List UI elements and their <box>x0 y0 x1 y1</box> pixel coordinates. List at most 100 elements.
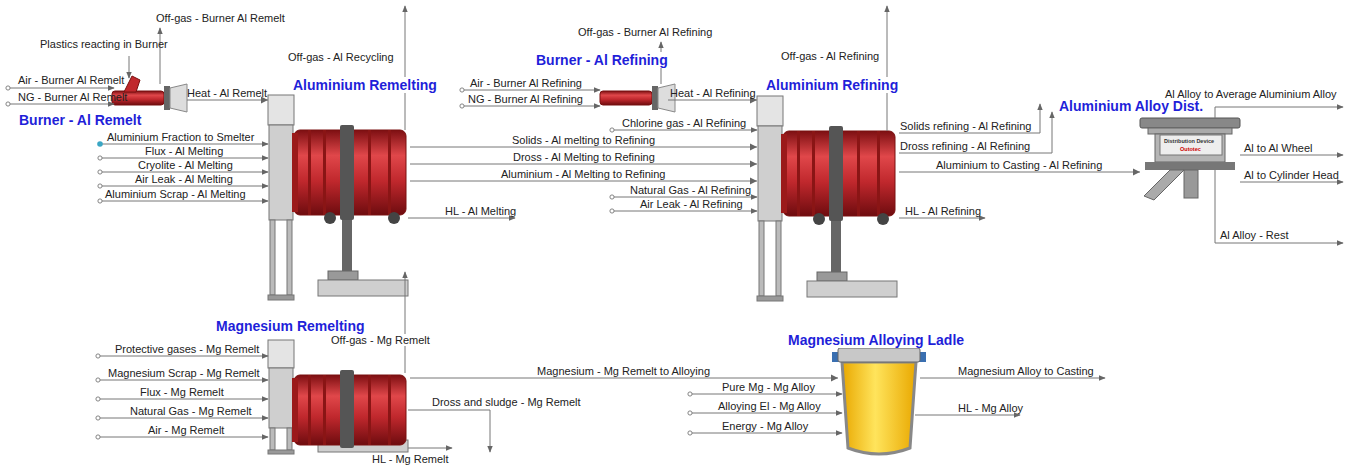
furnace-illustration <box>268 95 408 300</box>
stream-label: Al Alloy to Average Aluminium Alloy <box>1165 88 1337 100</box>
stream-line <box>98 437 268 438</box>
stream-label: HL - Al Refining <box>905 205 981 217</box>
unit-title: Aluminium Remelting <box>292 77 438 93</box>
stream-line <box>462 106 600 107</box>
stream-line <box>8 104 114 105</box>
stream-line <box>98 418 268 419</box>
stream-label: Magnesium Alloy to Casting <box>958 365 1094 377</box>
unit-title: Magnesium Alloying Ladle <box>787 332 965 348</box>
stream-label: Dross and sludge - Mg Remelt <box>432 396 581 408</box>
stream-line <box>98 356 268 357</box>
stream-line <box>690 433 842 434</box>
stream-label: Off-gas - Burner Al Remelt <box>156 12 285 24</box>
furnace-illustration <box>757 96 897 301</box>
unit-title: Burner - Al Refining <box>535 52 669 68</box>
burner-unit: Burner - Al Refining <box>600 84 668 112</box>
furnace-illustration <box>268 340 408 454</box>
stream-label: NG - Burner Al Refining <box>468 93 583 105</box>
stream-label: Off-gas - Al Recycling <box>288 51 394 63</box>
stream-label: Off-gas - Al Refining <box>780 50 880 62</box>
stream-label: Air Leak - Al Melting <box>135 173 233 185</box>
stream-label: Natural Gas - Al Refining <box>630 184 751 196</box>
stream-line <box>462 90 600 91</box>
rotary-furnace: Aluminium Remelting <box>268 95 410 303</box>
device-text: Distribution Device <box>1164 138 1214 144</box>
stream-line <box>129 56 130 78</box>
stream-label: Al Alloy - Rest <box>1220 229 1288 241</box>
stream-line <box>612 211 757 212</box>
stream-line <box>899 104 1040 133</box>
unit-title: Magnesium Remelting <box>215 318 366 334</box>
stream-label: NG - Burner Al Remelt <box>18 91 127 103</box>
stream-label: Magnesium - Mg Remelt to Alloying <box>537 365 710 377</box>
stream-line <box>410 147 757 148</box>
stream-lines <box>8 6 1343 452</box>
stream-line <box>899 112 1052 153</box>
alloying-ladle: Magnesium Alloying Ladle <box>838 348 920 460</box>
stream-label: Dross - Al Melting to Refining <box>513 151 655 163</box>
stream-line <box>100 158 268 159</box>
stream-label: Cryolite - Al Melting <box>138 159 233 171</box>
stream-label: Aluminium Fraction to Smelter <box>107 131 254 143</box>
stream-label: Air - Burner Al Refining <box>470 77 582 89</box>
stream-line <box>899 218 985 219</box>
stream-label: Aluminium to Casting - Al Refining <box>936 159 1102 171</box>
stream-line <box>410 164 757 165</box>
unit-title: Aluminium Alloy Dist. <box>1058 98 1204 114</box>
stream-line <box>612 130 757 131</box>
stream-label: Alloying El - Mg Alloy <box>718 400 821 412</box>
stream-line <box>1240 155 1343 156</box>
stream-line <box>405 272 406 373</box>
ladle-illustration <box>832 348 926 454</box>
stream-line <box>1240 182 1343 183</box>
stream-line <box>920 378 1105 379</box>
stream-label: Magnesium Scrap - Mg Remelt <box>108 367 260 379</box>
stream-label: Solids refining - Al Refining <box>900 120 1031 132</box>
stream-label: Natural Gas - Mg Remelt <box>130 405 252 417</box>
stream-label: Chlorine gas - Al Refining <box>622 117 746 129</box>
stream-line <box>187 100 268 101</box>
stream-line <box>690 413 842 414</box>
burner-illustration <box>600 84 675 112</box>
stream-label: Energy - Mg Alloy <box>722 420 808 432</box>
arrow-head <box>750 178 757 185</box>
stream-label: Al to Cylinder Head <box>1244 169 1339 181</box>
distribution-device: Aluminium Alloy Dist.Distribution Device… <box>1140 118 1240 203</box>
stream-line <box>410 181 757 182</box>
stream-line <box>887 6 888 131</box>
stream-label: Heat - Al Remelt <box>187 87 267 99</box>
stream-label: HL - Al Melting <box>445 205 516 217</box>
stream-line <box>100 186 268 187</box>
stream-line <box>1215 170 1343 243</box>
stream-label: Plastics reacting in Burner <box>40 38 168 50</box>
stream-label: Off-gas - Burner Al Refining <box>578 26 712 38</box>
stream-line <box>899 172 1140 173</box>
distribution-device <box>1140 118 1240 200</box>
arrow-head <box>831 375 838 382</box>
stream-line <box>1215 107 1343 118</box>
stream-label: Air Leak - Al Refining <box>640 198 743 210</box>
stream-label: Off-gas - Mg Remelt <box>330 334 431 346</box>
burner-inlet <box>124 76 140 92</box>
stream-line <box>98 399 268 400</box>
device-text: Outotec <box>1180 146 1201 152</box>
stream-line <box>690 394 842 395</box>
stream-label: Al to Al Wheel <box>1244 142 1312 154</box>
stream-label: Protective gases - Mg Remelt <box>115 343 259 355</box>
stream-line <box>668 100 757 101</box>
rotary-furnace: Magnesium Remelting <box>268 340 410 455</box>
stream-label: Heat - Al Refining <box>670 87 756 99</box>
stream-line <box>100 172 268 173</box>
stream-label: Air - Burner Al Remelt <box>18 74 124 86</box>
arrow-head <box>750 161 757 168</box>
stream-label: HL - Mg Alloy <box>958 402 1023 414</box>
arrow-head <box>750 144 757 151</box>
stream-label: Air - Mg Remelt <box>148 424 224 436</box>
stream-line <box>612 197 757 198</box>
stream-line <box>160 28 161 84</box>
stream-line <box>408 218 515 219</box>
stream-line <box>405 6 406 130</box>
stream-line <box>8 88 114 89</box>
stream-label: Pure Mg - Mg Alloy <box>722 381 815 393</box>
